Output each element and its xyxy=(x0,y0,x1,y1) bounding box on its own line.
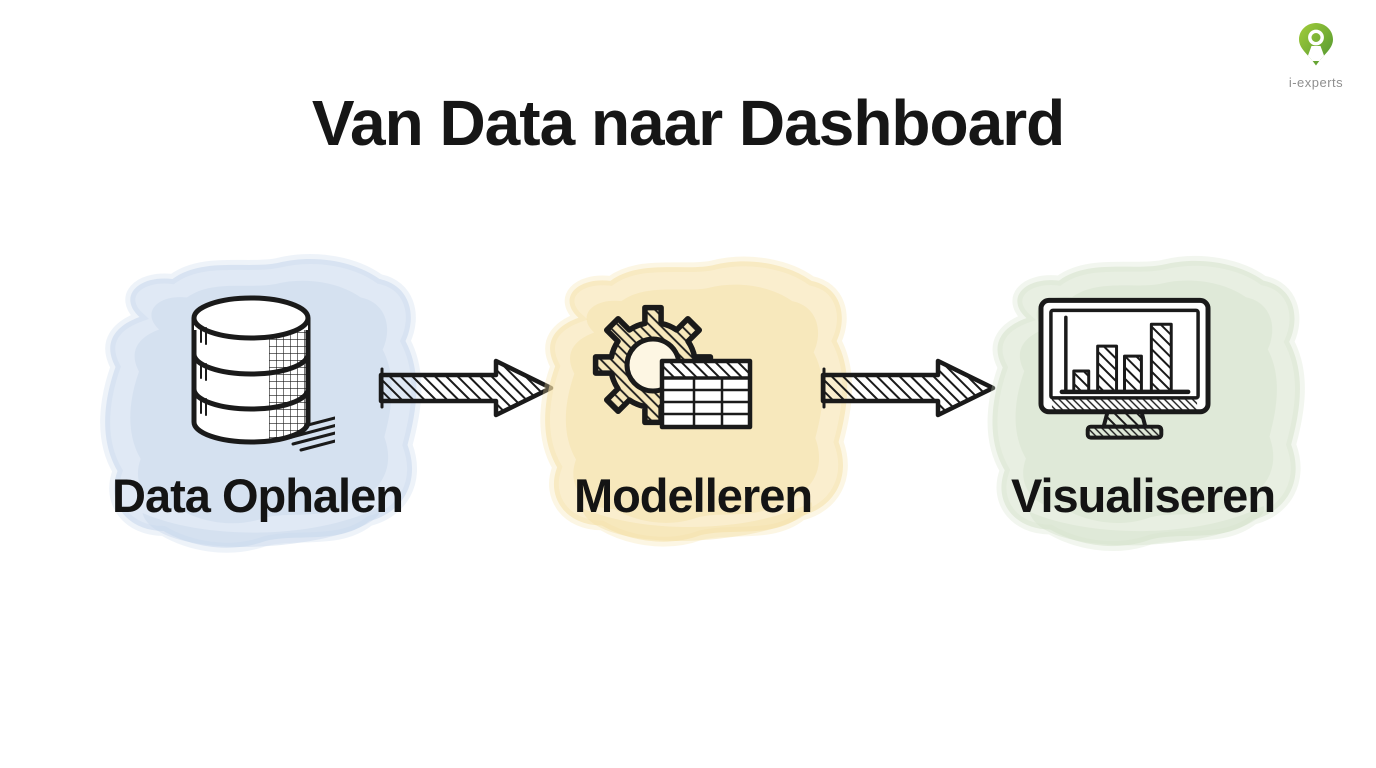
arrow-right-icon xyxy=(820,358,996,418)
step-data-ophalen: Data Ophalen xyxy=(85,245,430,575)
logo-text: i-experts xyxy=(1288,75,1344,90)
arrow-right-icon xyxy=(378,358,554,418)
step-label: Visualiseren xyxy=(1010,469,1276,522)
step-modelleren: Modelleren xyxy=(528,243,858,573)
step-label: Data Ophalen xyxy=(112,469,404,522)
step-label: Modelleren xyxy=(573,469,813,522)
step-visualiseren: Visualiseren xyxy=(968,247,1318,573)
gear-table-icon xyxy=(592,304,753,430)
database-icon xyxy=(191,295,335,452)
logo: i-experts xyxy=(1280,22,1352,90)
page-title: Van Data naar Dashboard xyxy=(311,87,1065,159)
location-pin-icon xyxy=(1299,23,1333,66)
monitor-bar-chart-icon xyxy=(1038,297,1211,440)
